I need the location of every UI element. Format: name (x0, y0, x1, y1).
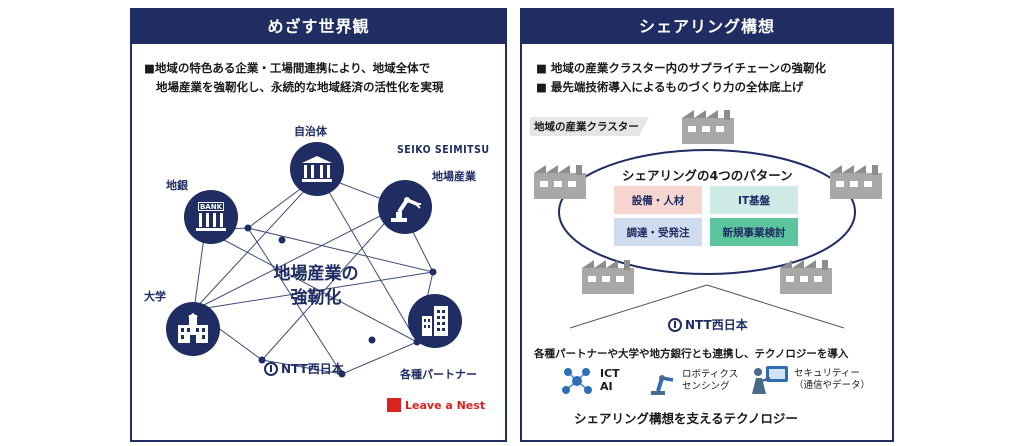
factory-icon (828, 165, 884, 203)
ntt-mark-icon (668, 317, 682, 332)
tech-security: セキュリティー (794, 368, 860, 379)
center-line1: 地場産業の (273, 264, 359, 284)
ntt-mark-icon (264, 361, 278, 376)
university-icon (166, 302, 220, 356)
tech-security-detail: （通信やデータ） (794, 380, 871, 391)
cluster-label: 地域の産業クラスター (530, 117, 649, 136)
node-label-chigin: 地銀 (166, 179, 188, 192)
tech-sensing: センシング (682, 381, 730, 392)
factory-icon (580, 260, 636, 298)
bank-sign: BANK (198, 202, 224, 211)
left-panel: めざす世界観 ■地域の特色ある企業・工場間連携により、地域全体で 地場産業を強靭… (130, 8, 507, 442)
node-label-partner: 各種パートナー (400, 368, 477, 381)
cluster-diagram (558, 149, 856, 329)
robot-arm-icon (378, 180, 432, 234)
leave-a-nest-logo: Leave a Nest (387, 398, 485, 412)
pattern-title: シェアリングの4つのパターン (622, 168, 793, 183)
pattern-box-procurement: 調達・受発注 (614, 218, 702, 246)
center-line2: 強靭化 (290, 288, 342, 308)
ntt-logo-right: NTT西日本 (668, 316, 748, 333)
right-panel-title: シェアリング構想 (522, 10, 892, 44)
left-bullet-line1: ■地域の特色ある企業・工場間連携により、地域全体で (144, 61, 431, 75)
node-label-daigaku: 大学 (144, 290, 166, 303)
right-panel: シェアリング構想 ■ 地域の産業クラスター内のサプライチェーンの強靭化 ■ 最先… (520, 8, 894, 442)
robot-arm-small-icon (651, 375, 674, 395)
tech-ict: ICT (600, 367, 620, 380)
factory-icon (778, 260, 834, 298)
pattern-box-new-business: 新規事業検討 (710, 218, 798, 246)
right-bullet1: ■ 地域の産業クラスター内のサプライチェーンの強靭化 (536, 61, 827, 75)
tech-robotics: ロボティクス (682, 369, 739, 380)
leave-a-nest-mark-icon (387, 398, 401, 412)
security-icon (752, 366, 788, 394)
city-hall-icon (290, 142, 344, 196)
buildings-icon (408, 294, 462, 348)
tech-ai: AI (600, 380, 613, 393)
node-label-jichitai: 自治体 (294, 125, 327, 138)
tech-ict-label: ICT AI (600, 367, 620, 393)
factory-icon (532, 165, 588, 203)
tech-security-label: セキュリティー （通信やデータ） (794, 368, 870, 392)
ntt-logo-left: NTT西日本 (264, 360, 344, 377)
tech-footer: シェアリング構想を支えるテクノロジー (574, 411, 798, 426)
left-bullet-line2: 地場産業を強靭化し、永続的な地域経済の活性化を実現 (156, 80, 444, 94)
ntt-logo-text-right: NTT西日本 (685, 318, 748, 332)
tech-robot-label: ロボティクス センシング (682, 369, 738, 393)
seiko-logo: SEIKO SEIMITSU (397, 144, 490, 156)
node-label-jiba: 地場産業 (432, 170, 476, 183)
factory-icon (680, 110, 736, 148)
leave-a-nest-text: Leave a Nest (405, 398, 486, 412)
left-panel-title: めざす世界観 (132, 10, 505, 44)
pattern-box-it: IT基盤 (710, 186, 798, 214)
network-node-icon (562, 368, 592, 394)
ntt-logo-text-left: NTT西日本 (281, 362, 344, 376)
right-bullet2: ■ 最先端技術導入によるものづくり力の全体底上げ (536, 80, 804, 94)
center-title: 地場産業の 強靭化 (256, 262, 376, 310)
pattern-box-equipment: 設備・人材 (614, 186, 702, 214)
bank-icon: BANK (184, 190, 238, 244)
partner-text: 各種パートナーや大学や地方銀行とも連携し、テクノロジーを導入 (534, 348, 849, 360)
